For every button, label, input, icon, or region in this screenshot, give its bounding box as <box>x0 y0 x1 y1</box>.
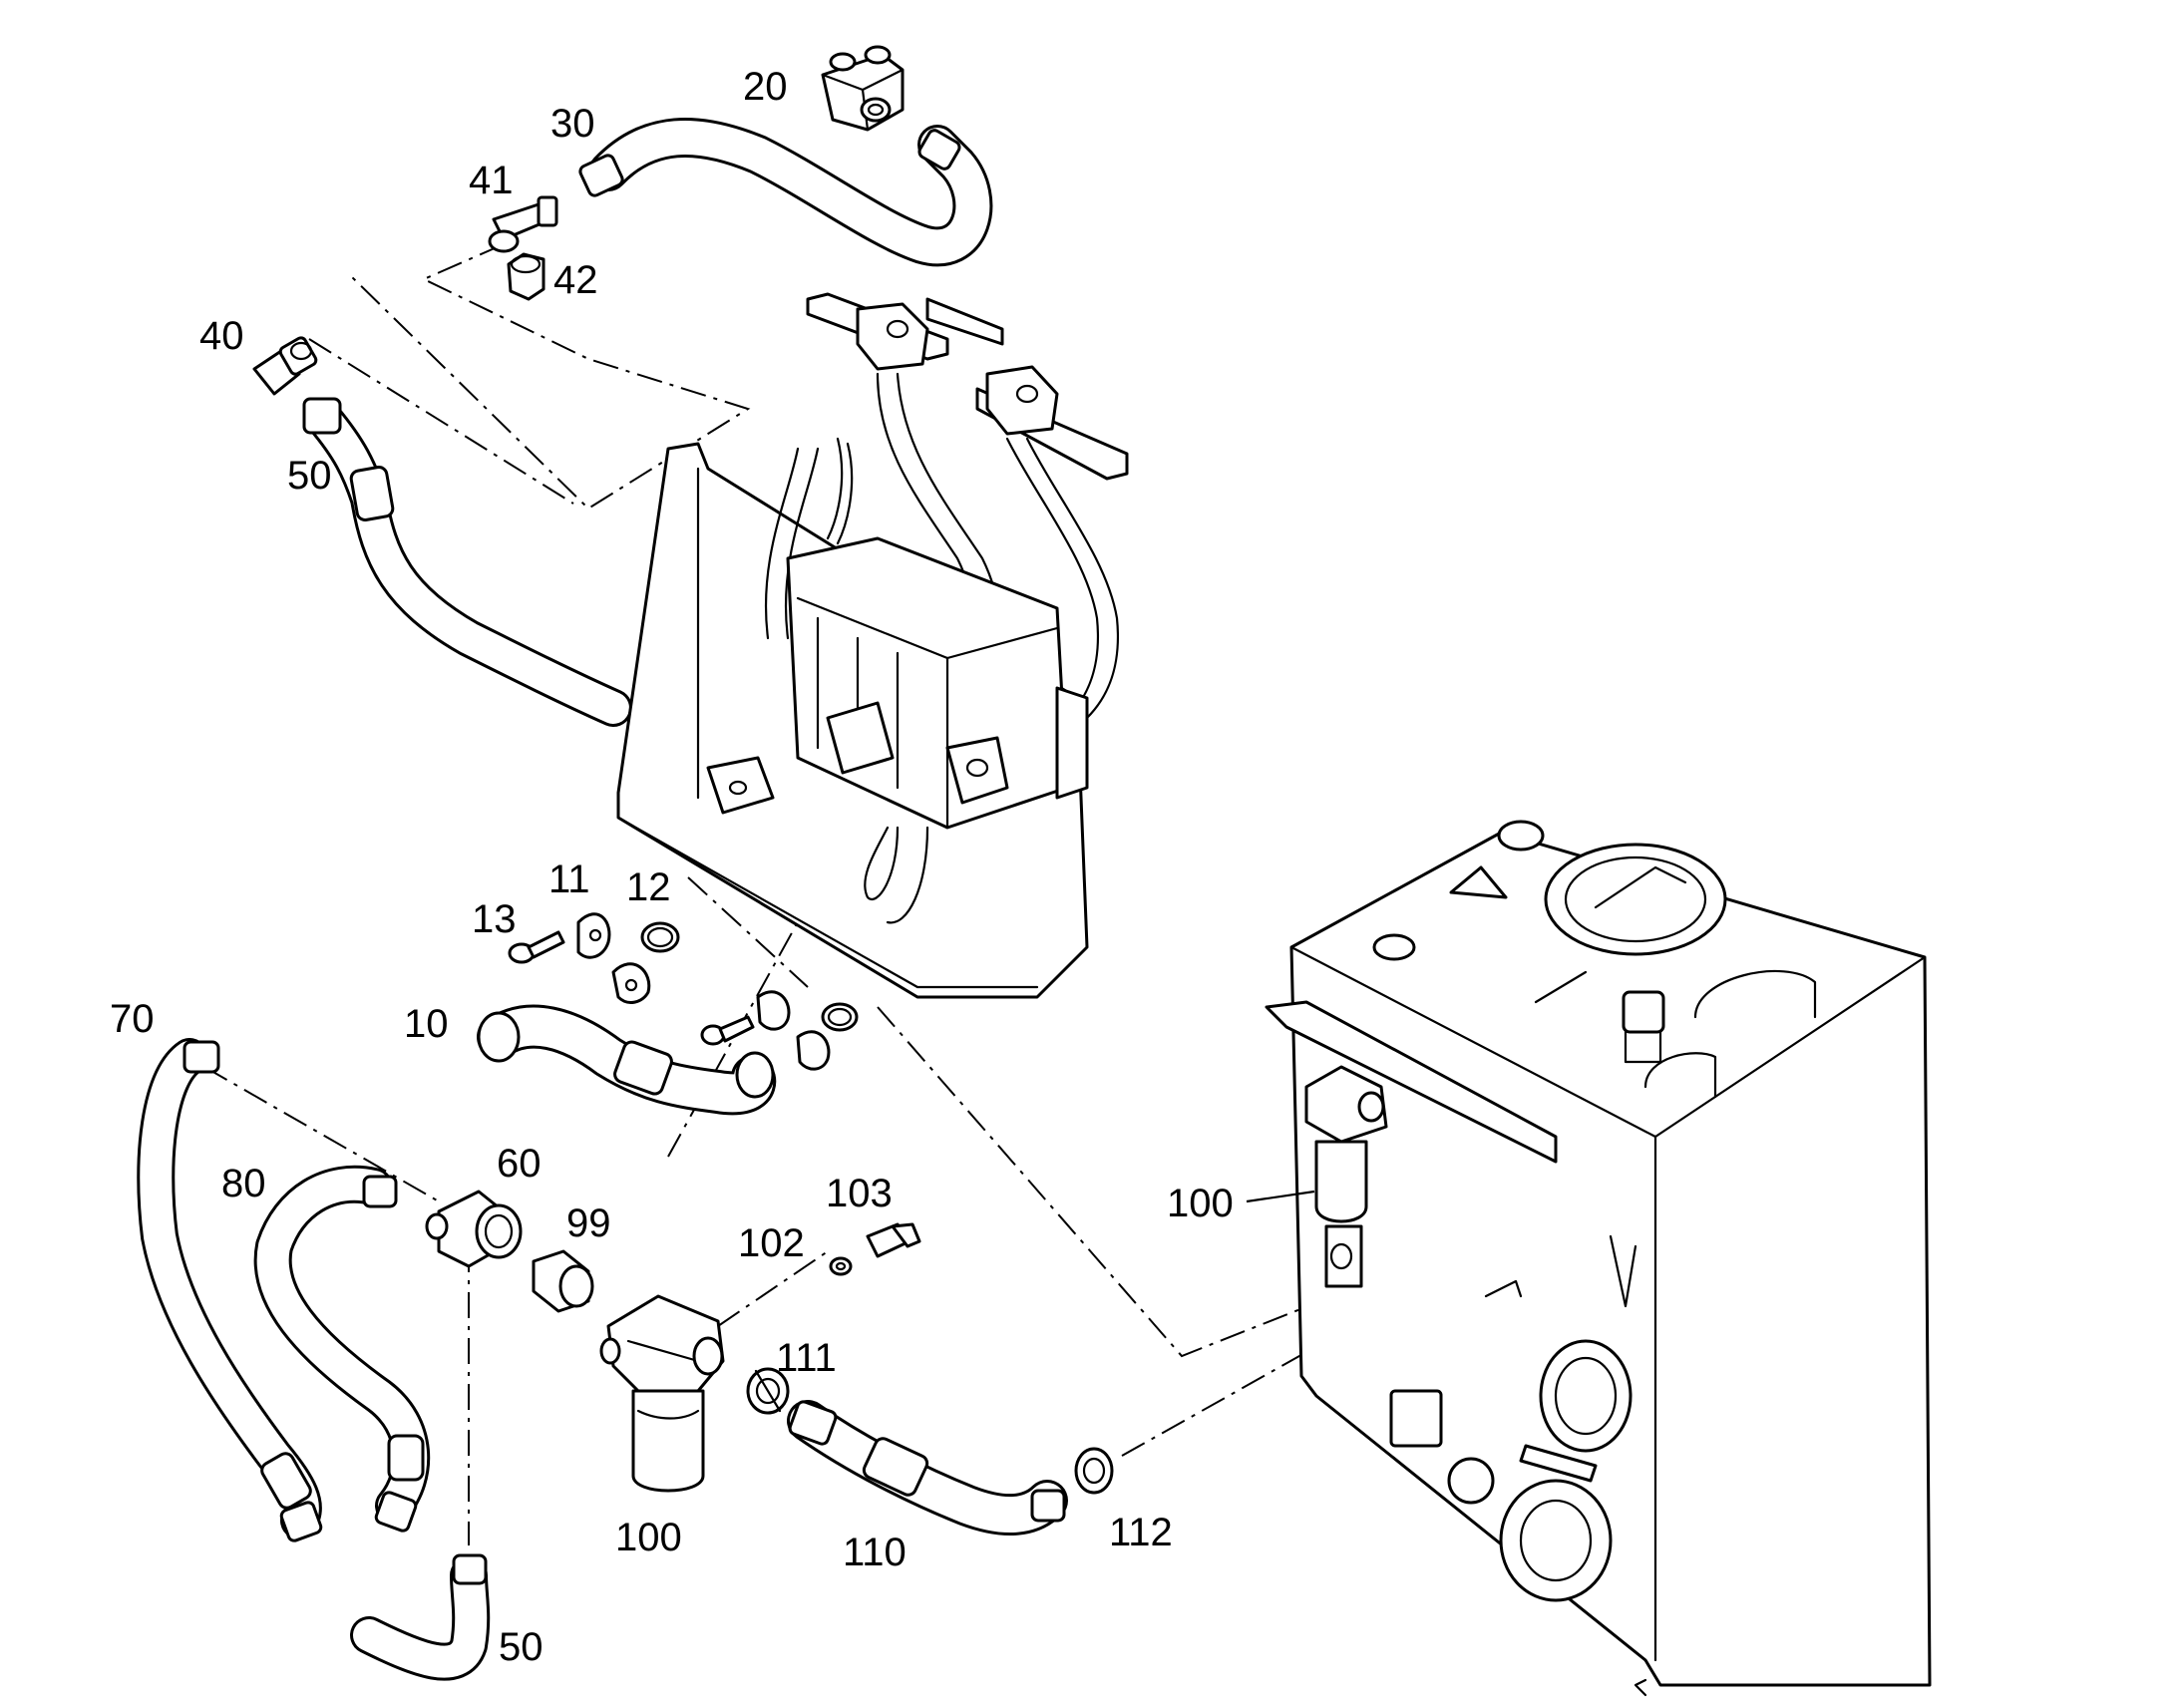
part-50-hose-upper <box>302 397 632 727</box>
part-30-hose <box>578 117 993 267</box>
callout-20: 20 <box>743 65 788 109</box>
part-11-split-flange <box>576 912 651 1004</box>
callout-102: 102 <box>738 1221 805 1265</box>
control-valve-assembly <box>616 292 1129 999</box>
callout-100-filter: 100 <box>615 1516 682 1559</box>
callout-110: 110 <box>843 1531 907 1574</box>
part-10-flanged-pipe <box>477 1004 777 1116</box>
callout-70: 70 <box>110 997 155 1041</box>
callout-100-tank: 100 <box>1167 1182 1234 1225</box>
callout-labels: 20 30 41 42 40 50 11 12 13 10 70 60 80 9… <box>110 65 1234 1669</box>
callout-50-top: 50 <box>287 454 332 498</box>
part-50-hose-lower <box>350 1553 491 1681</box>
callout-103: 103 <box>826 1172 893 1215</box>
callout-112: 112 <box>1109 1511 1173 1554</box>
part-42-plug <box>507 252 545 301</box>
part-70-hose <box>137 1038 323 1542</box>
callout-12: 12 <box>626 865 671 909</box>
callout-41: 41 <box>469 159 514 202</box>
part-41-tee-fitting <box>488 195 558 253</box>
callout-80: 80 <box>221 1162 266 1205</box>
callout-13: 13 <box>472 897 517 941</box>
callout-99: 99 <box>566 1201 611 1245</box>
part-103-bolt <box>866 1222 921 1258</box>
part-111-adapter <box>746 1367 790 1415</box>
part-12-o-ring <box>640 921 680 953</box>
callout-10: 10 <box>404 1002 449 1046</box>
part-102-washer <box>829 1256 853 1276</box>
part-20-valve-block <box>821 45 905 132</box>
leader-100-tank <box>1246 1190 1315 1203</box>
callout-11: 11 <box>548 857 590 901</box>
part-10-flange-set <box>700 990 859 1071</box>
hydraulic-tank <box>1265 820 1932 1697</box>
callout-50-bottom: 50 <box>499 1625 544 1669</box>
part-13-bolt <box>508 930 565 964</box>
part-60-tee <box>425 1190 523 1268</box>
part-99-nipple <box>532 1249 594 1313</box>
callout-111: 111 <box>776 1336 837 1380</box>
callout-40: 40 <box>199 314 244 358</box>
part-110-hose <box>787 1400 1068 1537</box>
callout-30: 30 <box>550 102 595 146</box>
part-100-filter <box>599 1294 725 1493</box>
part-80-hose <box>253 1165 431 1533</box>
part-112-adapter <box>1074 1447 1114 1495</box>
part-40-elbow-fitting <box>252 336 318 396</box>
callout-60: 60 <box>497 1142 542 1186</box>
callout-42: 42 <box>553 258 598 302</box>
